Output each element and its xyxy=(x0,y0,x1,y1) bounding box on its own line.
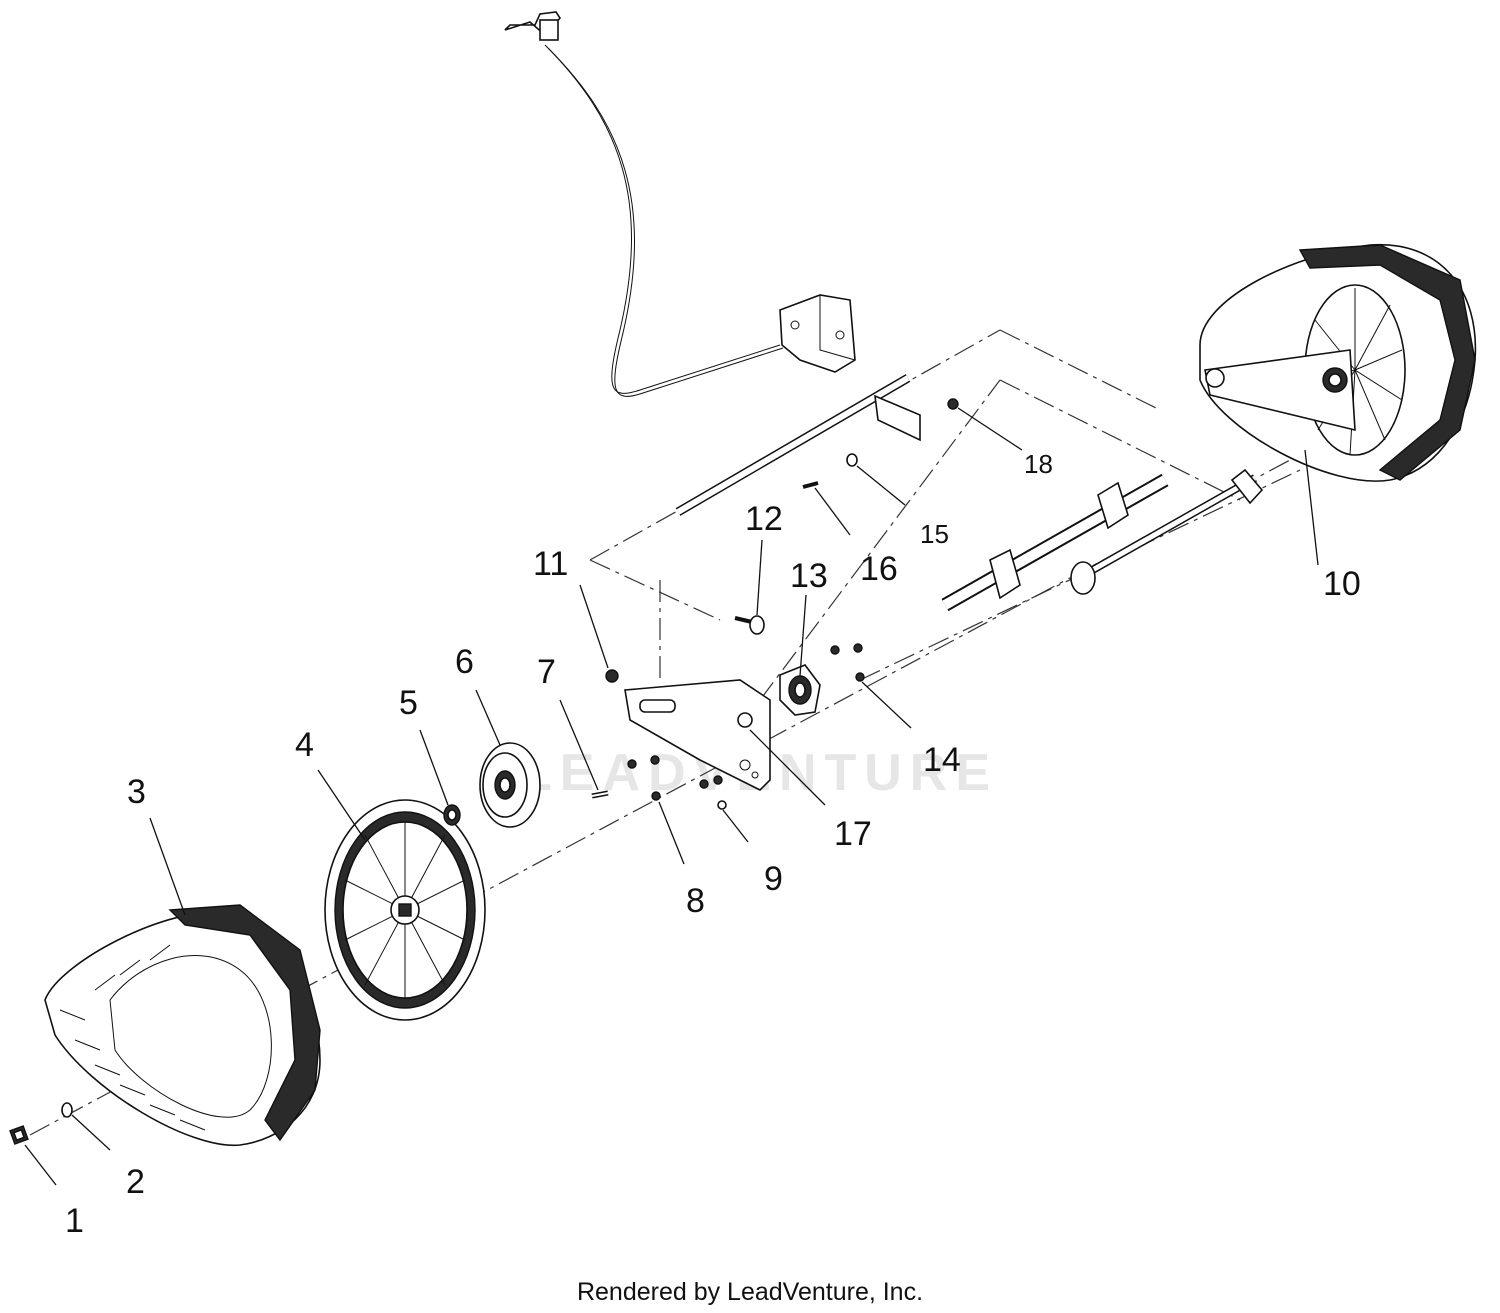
callout-9: 9 xyxy=(764,860,783,898)
callout-1: 1 xyxy=(65,1202,84,1240)
callout-6: 6 xyxy=(455,643,474,681)
callout-4: 4 xyxy=(295,726,314,764)
secondary-shaft xyxy=(1070,468,1264,595)
callout-12: 12 xyxy=(745,500,783,538)
callout-labels: 1 2 3 4 5 6 7 8 9 10 11 12 13 14 15 16 1… xyxy=(65,449,1361,1240)
part-7-pin xyxy=(591,790,609,799)
part-16-bolt xyxy=(802,481,819,489)
drive-shaft xyxy=(941,473,1169,612)
part-5-nut xyxy=(443,804,461,826)
callout-17: 17 xyxy=(834,815,872,853)
callout-5: 5 xyxy=(399,684,418,722)
callout-10: 10 xyxy=(1323,565,1361,603)
control-cable-assembly xyxy=(504,11,784,397)
long-axle-rod xyxy=(675,374,921,516)
callout-8: 8 xyxy=(686,882,705,920)
callout-2: 2 xyxy=(126,1163,145,1201)
part-9-bolts xyxy=(713,775,727,810)
part-15-washer xyxy=(846,453,858,467)
callout-15: 15 xyxy=(920,519,949,549)
callout-18: 18 xyxy=(1024,449,1053,479)
callout-13: 13 xyxy=(790,557,828,595)
part-18-nut xyxy=(947,398,959,410)
part-11-nut xyxy=(605,669,619,683)
part-10-track-assembly xyxy=(1199,243,1477,482)
leader-lines xyxy=(24,407,1319,1186)
part-17-bracket-plate xyxy=(624,679,771,791)
part-14-nuts xyxy=(830,643,865,682)
part-4-drive-wheel xyxy=(324,799,486,1021)
callout-3: 3 xyxy=(127,773,146,811)
part-8-bolts xyxy=(627,755,709,801)
callout-11: 11 xyxy=(533,545,568,583)
callout-16: 16 xyxy=(860,550,898,588)
cable-bracket xyxy=(779,294,856,373)
part-2-washer xyxy=(61,1102,73,1118)
part-1-clip xyxy=(9,1125,29,1145)
part-13-bearing-flange xyxy=(779,664,821,716)
rendered-by-footer: Rendered by LeadVenture, Inc. xyxy=(576,1278,924,1306)
part-12-eye-bolt xyxy=(734,615,765,635)
callout-7: 7 xyxy=(537,653,556,691)
part-3-track xyxy=(44,904,321,1146)
part-6-pulley xyxy=(479,742,541,828)
callout-14: 14 xyxy=(923,741,961,779)
